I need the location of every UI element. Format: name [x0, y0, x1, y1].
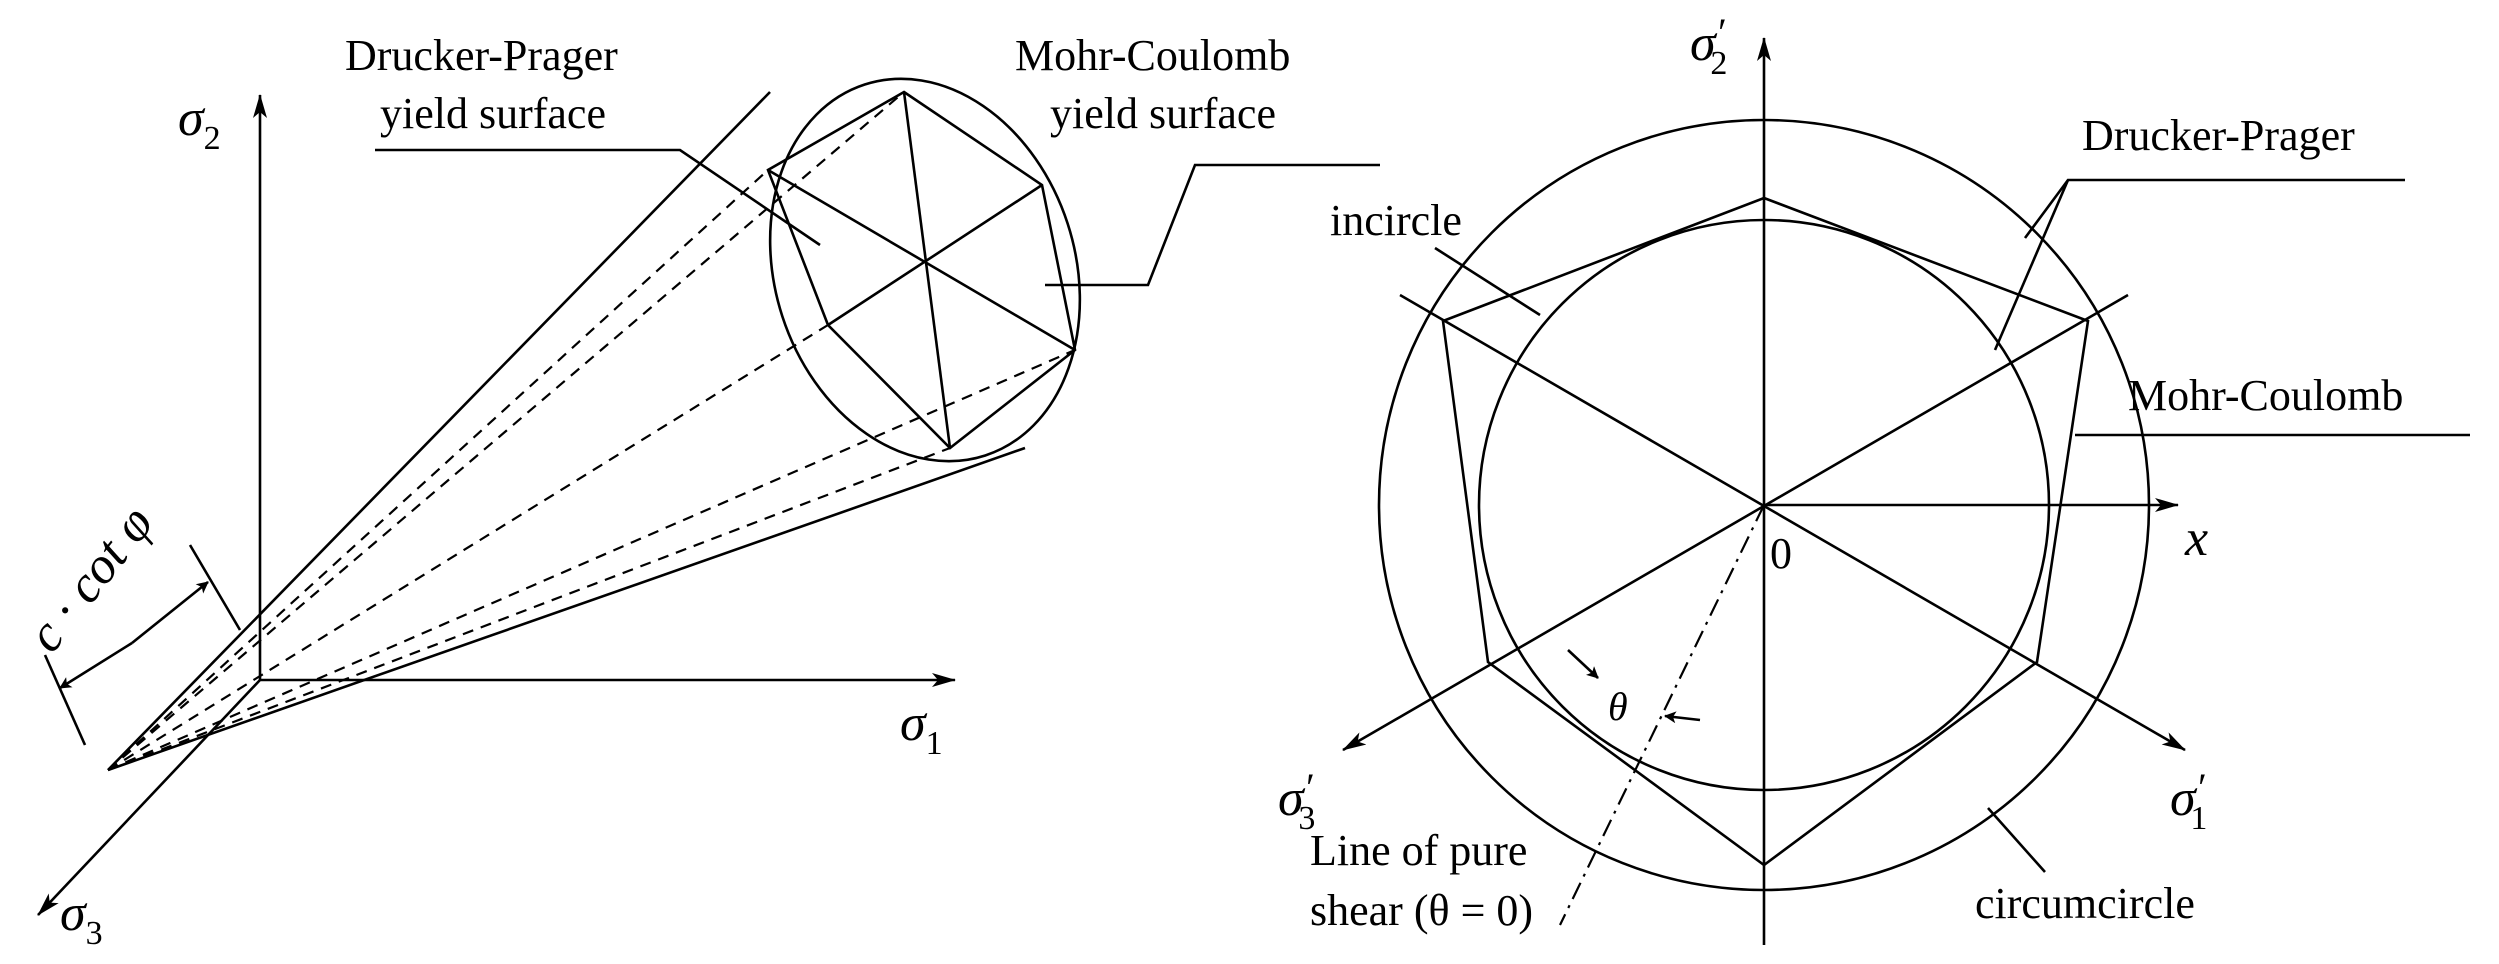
- sigma3-axis: [37, 679, 261, 916]
- offset-extension-right: [188, 544, 242, 631]
- pure-shear-label-line1: Line of pure: [1310, 826, 1527, 875]
- dp-cone-lower-edge: [107, 446, 1026, 772]
- mc-hexagon-section: [766, 90, 1077, 450]
- right-figure: θ σ′2 σ′1 σ′3 x 0 Drucker-Prager Mohr-Co…: [1278, 10, 2470, 945]
- offset-dimension-arrow-b: [131, 580, 209, 645]
- mc-leader-line: [1045, 163, 1380, 287]
- offset-extension-left: [43, 654, 87, 746]
- theta-label: θ: [1608, 684, 1628, 729]
- mc-hexagon: [1441, 196, 2090, 867]
- dp-leader-line: [375, 148, 821, 247]
- circumcircle-label: circumcircle: [1975, 879, 2195, 928]
- mc-pyramid-edge-2: [107, 169, 769, 771]
- dp-label-line1: Drucker-Prager: [345, 31, 618, 80]
- circumcircle-leader-line: [1987, 807, 2046, 873]
- sigma1p-axis-label: σ′1: [2170, 765, 2207, 837]
- origin-label: 0: [1770, 529, 1792, 578]
- theta-arrow-left: [1567, 649, 1599, 679]
- mc-hexagon-diagonal-1: [902, 91, 952, 449]
- incircle-label: incircle: [1330, 196, 1462, 245]
- mc-pyramid-edge-3: [107, 324, 829, 771]
- mc-label: Mohr-Coulomb: [2128, 371, 2403, 420]
- x-axis-label: x: [2184, 510, 2208, 567]
- mc-hexagon-diagonal-2: [827, 183, 1043, 327]
- sigma3p-axis-label: σ′3: [1278, 765, 1315, 837]
- dp-leader-line: [2023, 178, 2405, 239]
- dp-cone-upper-edge: [107, 91, 771, 771]
- pure-shear-line: [1559, 504, 1765, 926]
- mc-pyramid-edge-1: [107, 91, 905, 771]
- offset-label: c · cot φ: [17, 495, 165, 662]
- dp-leader-branch: [1993, 179, 2070, 351]
- mc-label-line2: yield surface: [1050, 89, 1276, 138]
- sigma3-axis-label: σ3: [60, 885, 103, 952]
- sigma2-axis-label: σ2: [178, 90, 221, 157]
- sigma2p-axis-label: σ′2: [1690, 10, 1727, 82]
- dp-base-ellipse: [768, 77, 1082, 463]
- incircle-leader-line: [1434, 246, 1541, 317]
- dp-label-line2: yield surface: [380, 89, 606, 138]
- sigma3p-axis: [1342, 293, 2129, 752]
- dp-label: Drucker-Prager: [2082, 111, 2355, 160]
- pure-shear-label-line2: shear (θ = 0): [1310, 886, 1533, 935]
- left-figure: σ2 σ1 σ3 c · cot φ Drucker-Prager yield …: [17, 31, 1380, 952]
- sigma1-axis-label: σ1: [900, 695, 943, 762]
- offset-dimension-arrow-a: [59, 641, 133, 690]
- mc-pyramid-edge-4: [107, 446, 951, 772]
- theta-arrow-right: [1664, 711, 1701, 724]
- mc-label-line1: Mohr-Coulomb: [1015, 31, 1290, 80]
- mc-pyramid-edge-5: [107, 348, 1076, 772]
- mc-hexagon-diagonal-3: [767, 168, 1076, 352]
- sigma1p-axis: [1399, 293, 2186, 752]
